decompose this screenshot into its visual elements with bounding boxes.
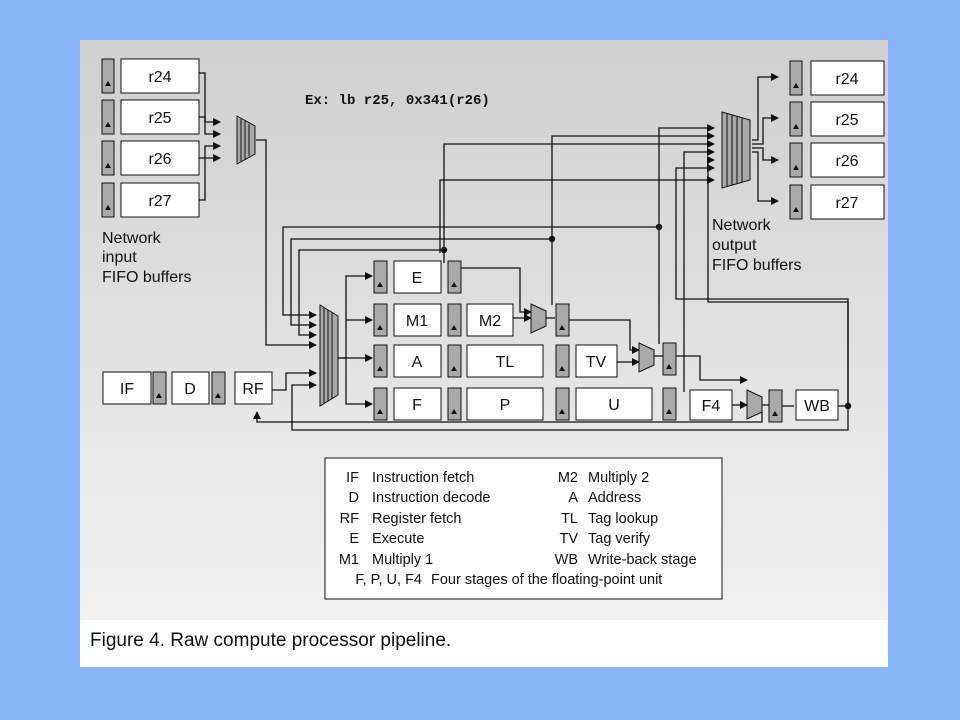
output-fifo-label: r25 [835,112,858,129]
figure-caption: Figure 4. Raw compute processor pipeline… [90,630,452,651]
stage-p: P [500,397,511,414]
legend-abbr: IF [346,470,359,486]
input-fifo-label: r27 [148,193,171,210]
stage-tl: TL [496,354,515,371]
output-label-line: output [712,237,757,254]
legend-desc: Address [588,490,641,506]
output-fifos: r24 r25 r26 r27 [789,60,885,220]
legend-abbr: WB [555,552,578,568]
legend-desc: Register fetch [372,511,461,527]
legend-desc: Multiply 2 [588,470,649,486]
stage-wb: WB [804,398,830,415]
stage-if: IF [120,381,134,398]
m-row-mux [530,303,547,334]
legend-desc: Tag verify [588,531,651,547]
legend-abbr: M2 [558,470,578,486]
legend-desc: Multiply 1 [372,552,433,568]
stage-tv: TV [586,354,607,371]
legend-abbr: A [568,490,578,506]
stage-u: U [608,397,620,414]
stage-a: A [412,354,423,371]
input-label-line: Network [102,230,162,247]
pipeline-diagram: Ex: lb r25, 0x341(r26) [80,40,888,620]
legend-desc: Four stages of the floating-point unit [431,572,662,588]
example-instruction: Ex: lb r25, 0x341(r26) [305,93,490,109]
input-label-line: FIFO buffers [102,269,192,286]
stage-m2: M2 [479,313,501,330]
legend-desc: Tag lookup [588,511,658,527]
input-fifo-label: r24 [148,69,171,86]
output-fifo-label: r26 [835,153,858,170]
stage-d: D [184,381,196,398]
legend-abbr: TV [559,531,578,547]
legend-abbr: F, P, U, F4 [355,572,422,588]
legend-desc: Execute [372,531,424,547]
legend-abbr: RF [340,511,359,527]
input-fifo-label: r26 [148,151,171,168]
output-fifo-label: r27 [835,195,858,212]
input-fifos: r24 r25 r26 r27 [101,58,200,218]
legend-abbr: E [349,531,359,547]
output-mux [721,111,751,189]
legend-desc: Instruction decode [372,490,491,506]
input-mux [236,115,256,165]
stage-f4: F4 [702,398,721,415]
legend-abbr: D [349,490,359,506]
wire-junctions [440,223,852,410]
front-stages: IF D RF [102,371,273,405]
pipeline-stages: E M1 M2 A TL TV F [373,260,839,423]
legend-abbr: TL [561,511,578,527]
output-label-line: Network [712,217,772,234]
operand-mux [319,304,339,407]
wires [199,72,849,431]
input-fifo-label: r25 [148,110,171,127]
f-row-mux [746,389,763,420]
legend: IF Instruction fetch D Instruction decod… [324,457,723,600]
stage-m1: M1 [406,313,428,330]
legend-abbr: M1 [339,552,359,568]
legend-desc: Write-back stage [588,552,697,568]
legend-desc: Instruction fetch [372,470,474,486]
output-label-line: FIFO buffers [712,257,802,274]
stage-e: E [412,270,423,287]
input-label-line: input [102,249,137,266]
figure-panel: Ex: lb r25, 0x341(r26) [80,40,888,667]
a-row-mux [638,342,655,373]
stage-rf: RF [242,381,264,398]
output-fifo-label: r24 [835,71,858,88]
stage-f: F [412,397,422,414]
